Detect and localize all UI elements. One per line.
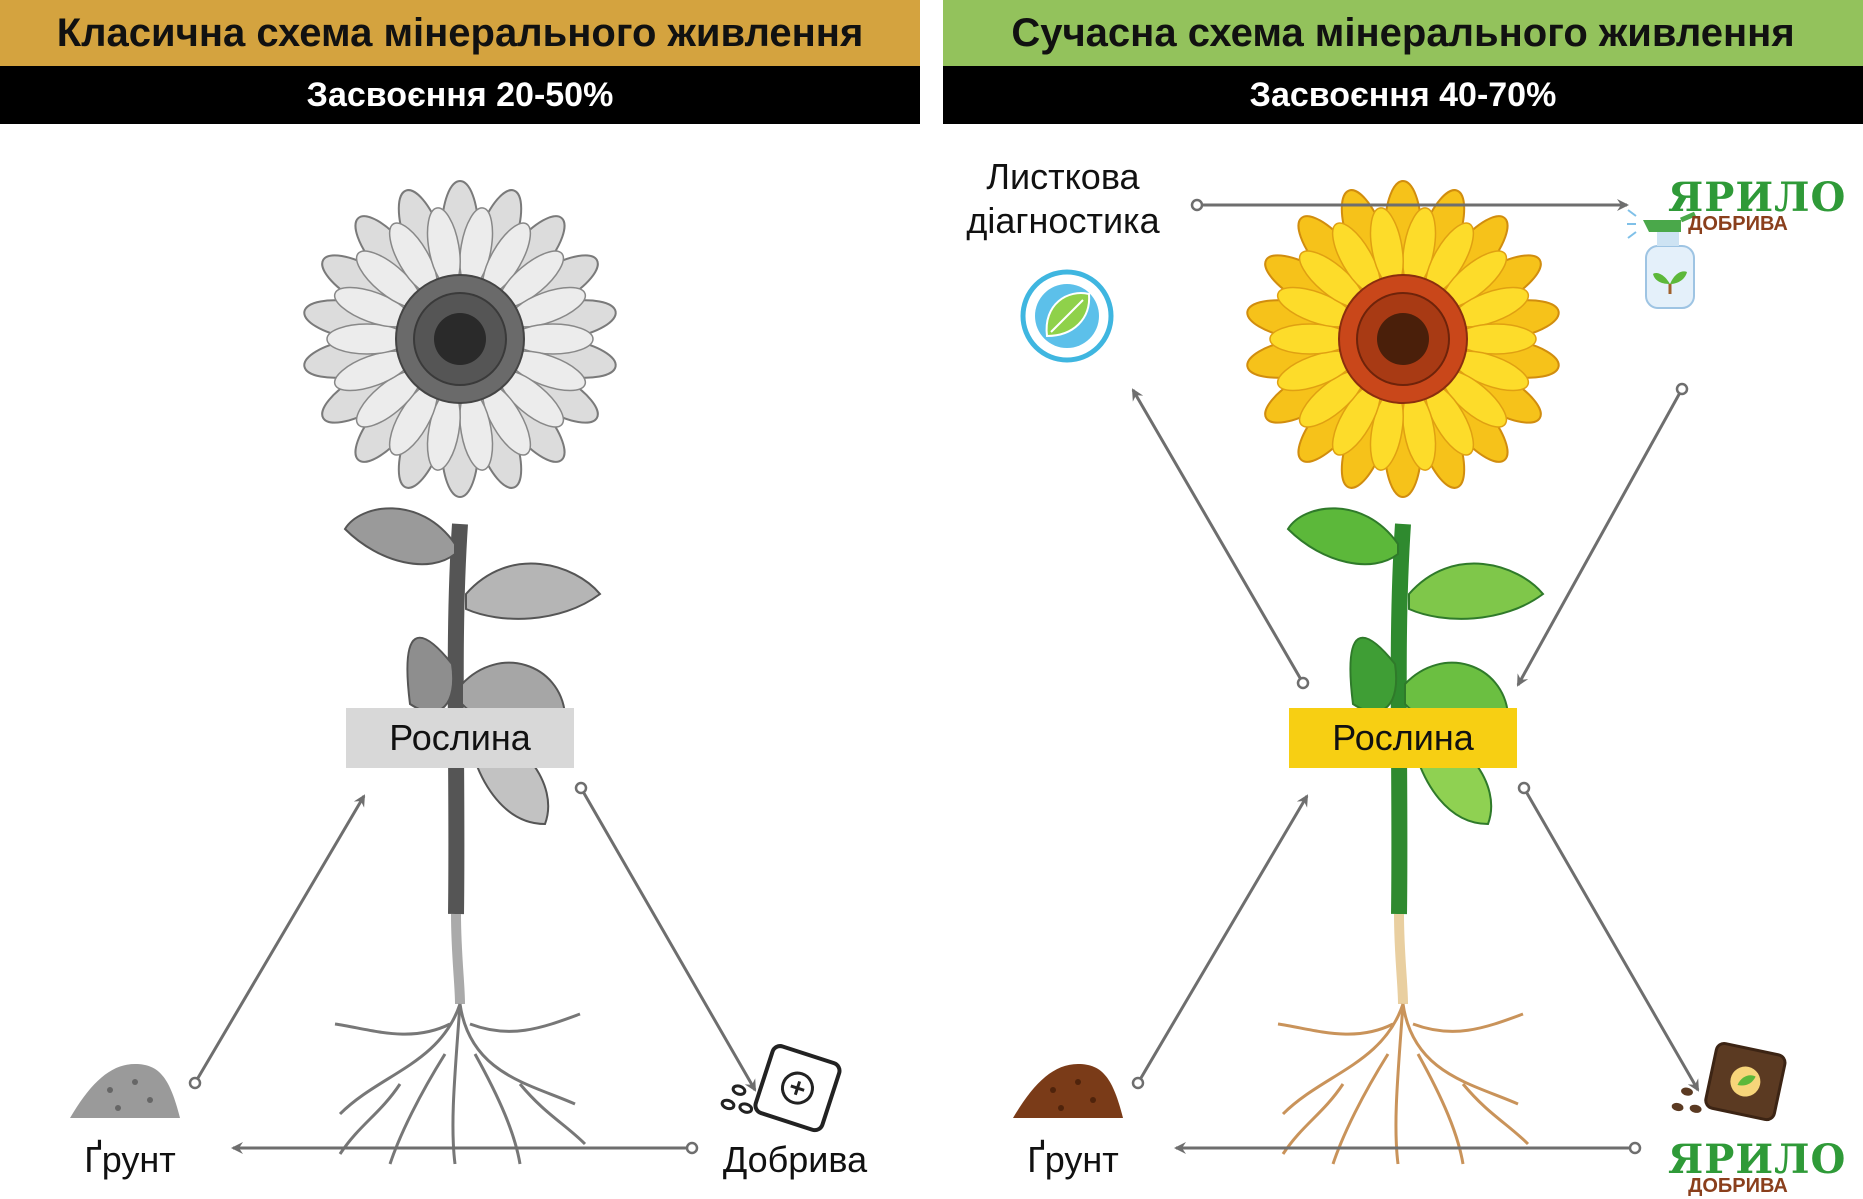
modern-diagram <box>1013 180 1787 1165</box>
leaf-diagnostics-line2: діагностика <box>966 200 1160 241</box>
soil-label: Ґрунт <box>1027 1139 1119 1180</box>
modern-subtitle: Засвоєння 40-70% <box>943 66 1863 124</box>
brand-logo-bottom: ЯРИЛО ДОБРИВА <box>1668 1136 1847 1197</box>
brand-logo-top: ЯРИЛО ДОБРИВА <box>1668 174 1847 235</box>
classic-diagram <box>70 180 842 1165</box>
leaf-diagnostics-line1: Листкова <box>986 156 1140 197</box>
modern-scheme-panel: Сучасна схема мінерального живлення Засв… <box>943 0 1863 1199</box>
modern-title: Сучасна схема мінерального живлення <box>943 0 1863 66</box>
brand-name: ЯРИЛО <box>1668 1136 1847 1183</box>
leaf-icon <box>1020 269 1114 363</box>
plant-label: Рослина <box>346 708 574 768</box>
fertilizer-bag-icon <box>1671 1041 1787 1122</box>
brand-sub: ДОБРИВА <box>1688 213 1788 235</box>
arrow-icon <box>1131 199 1700 1154</box>
soil-label: Ґрунт <box>84 1139 176 1180</box>
classic-scheme-panel: Класична схема мінерального живлення Зас… <box>0 0 920 1199</box>
brand-name: ЯРИЛО <box>1668 174 1847 221</box>
soil-pile-icon <box>1013 1064 1123 1118</box>
classic-subtitle: Засвоєння 20-50% <box>0 66 920 124</box>
arrow-icon <box>193 787 757 1154</box>
soil-pile-icon <box>70 1064 180 1118</box>
sunflower-icon <box>1246 180 1560 1165</box>
fertilizer-bag-icon <box>720 1044 842 1133</box>
spray-bottle-icon <box>1627 209 1696 309</box>
plant-label: Рослина <box>1289 708 1517 768</box>
leaf-diagnostics-label: Листкова діагностика <box>943 155 1183 243</box>
classic-title: Класична схема мінерального живлення <box>0 0 920 66</box>
sunflower-icon <box>303 180 617 1165</box>
brand-sub: ДОБРИВА <box>1688 1175 1788 1197</box>
fertilizer-label: Добрива <box>722 1139 868 1180</box>
